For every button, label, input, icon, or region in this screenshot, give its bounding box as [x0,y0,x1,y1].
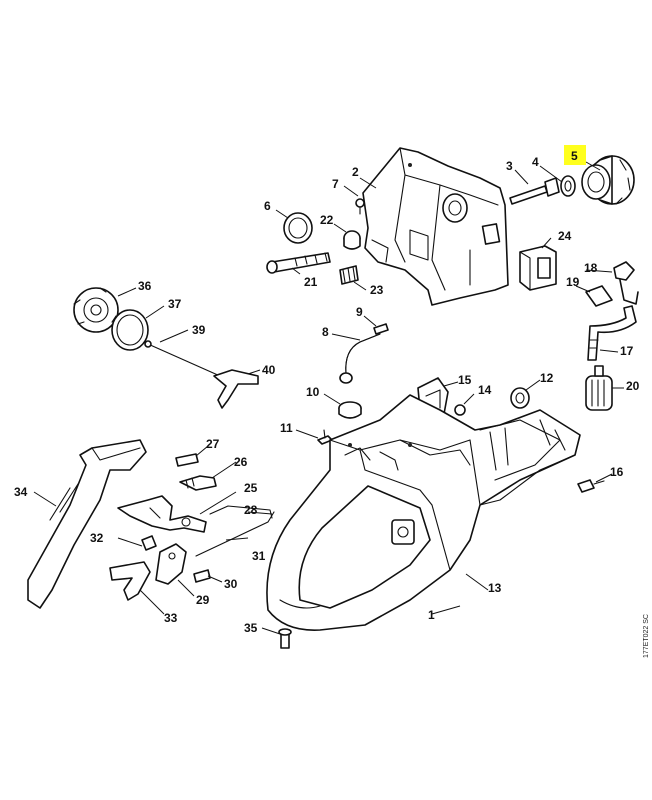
callout-13: 13 [488,581,502,595]
callout-26: 26 [234,455,248,469]
callout-17: 17 [620,344,634,358]
document-code: 177ET022 SC [643,614,650,658]
callout-30: 30 [224,577,238,591]
part-33-lockout [109,561,151,601]
part-31-control-rod [195,511,275,557]
part-5-tank-cap [581,155,635,205]
part-34-handle-bow [27,439,147,609]
callout-27: 27 [206,437,220,451]
part-2-tank-housing [362,147,509,306]
callout-34: 34 [14,485,28,499]
part-18-fitting [613,261,639,305]
callout-4: 4 [532,155,539,169]
part-28-rod [209,505,273,519]
part-32-pin [141,535,157,551]
part-4-seal-ring [560,175,576,197]
callout-36: 36 [138,279,152,293]
callout-19: 19 [566,275,580,289]
part-9-screw [373,323,389,335]
callout-31: 31 [252,549,266,563]
part-21-bolt [266,252,331,274]
callout-37: 37 [168,297,182,311]
part-37-ring [111,309,149,351]
callout-14: 14 [478,383,492,397]
callout-3: 3 [506,159,513,173]
part-25-trigger [117,495,207,533]
callout-2: 2 [352,165,359,179]
callout-6: 6 [264,199,271,213]
callout-7: 7 [332,177,339,191]
part-30-pin [193,569,211,583]
part-22-grommet [343,230,361,250]
callout-40: 40 [262,363,276,377]
part-6-ring [283,212,313,244]
part-3-screw [509,177,560,205]
callout-28: 28 [244,503,258,517]
part-1-main-housing [266,394,581,631]
callout-25: 25 [244,481,258,495]
callout-39: 39 [192,323,206,337]
part-10-grommet [338,401,362,419]
callout-22: 22 [320,213,334,227]
callout-23: 23 [370,283,384,297]
callout-1: 1 [428,608,435,622]
part-40-lever [213,369,259,409]
callout-15: 15 [458,373,472,387]
part-35-screw [278,628,292,649]
callout-12: 12 [540,371,554,385]
part-39-rod [144,340,221,377]
part-27-pin [175,453,199,467]
part-14-nut [454,404,466,416]
part-23-spring [339,265,359,285]
part-29-lever [155,543,187,585]
callout-11: 11 [280,421,293,435]
part-17-fuel-hose [587,305,637,361]
callout-35: 35 [244,621,258,635]
callout-24: 24 [558,229,572,243]
callout-33: 33 [164,611,178,625]
callout-29: 29 [196,593,210,607]
highlight-box [564,145,586,165]
part-8-tube [339,333,381,384]
part-16-screw [577,479,605,493]
leader-lines [33,161,624,635]
callout-9: 9 [356,305,363,319]
callout-16: 16 [610,465,624,479]
part-24-mount [519,245,557,291]
part-36-sprocket [73,287,119,333]
callout-8: 8 [322,325,329,339]
callout-21: 21 [304,275,318,289]
callout-5: 5 [571,149,578,163]
callout-10: 10 [306,385,320,399]
callout-18: 18 [584,261,598,275]
callout-20: 20 [626,379,640,393]
callout-labels: 1 2 3 4 5 6 7 8 9 10 11 12 13 14 15 16 1… [14,149,640,635]
part-26-spring [179,475,217,491]
part-12-washer [510,387,530,409]
part-7-screw [355,198,365,215]
callout-32: 32 [90,531,104,545]
part-20-filter [585,365,613,411]
part-19-hose [585,285,613,307]
